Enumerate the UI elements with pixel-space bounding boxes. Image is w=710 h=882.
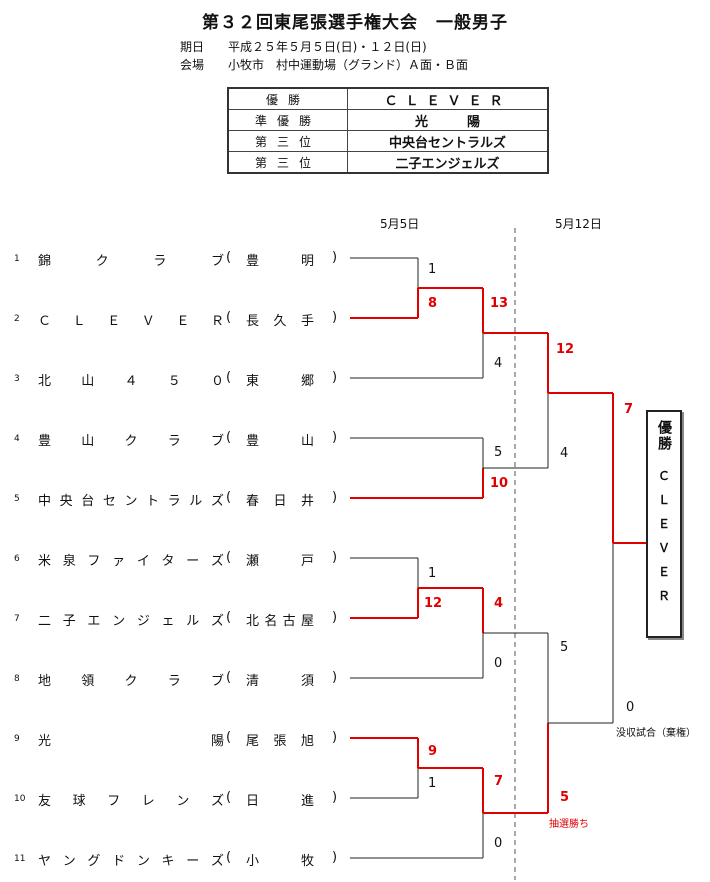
period-label: 期日 xyxy=(180,40,205,54)
team-number: 10 xyxy=(14,794,26,804)
score: 0 xyxy=(626,700,635,715)
team-name: 豊山クラブ xyxy=(38,434,224,449)
venue-label: 会場 xyxy=(180,58,205,72)
team-entry: 7 二子エンジェルズ ( 北名古屋 ) xyxy=(14,610,338,629)
team-location: 清須 xyxy=(246,674,314,689)
result-team: ＣＬＥＶＥＲ xyxy=(347,87,549,110)
team-entry: 10 友球フレンズ ( 日進 ) xyxy=(14,790,338,809)
champion-box: 優勝 Ｃ Ｌ Ｅ Ｖ Ｅ Ｒ xyxy=(646,410,682,638)
team-entry: 6 米泉ファイターズ ( 瀬戸 ) xyxy=(14,550,338,569)
champion-letter: Ｅ xyxy=(657,517,670,531)
score: 8 xyxy=(428,296,438,311)
champion-letter: Ｌ xyxy=(657,493,670,507)
result-rank: 第三位 xyxy=(227,151,348,174)
team-location: 長久手 xyxy=(246,314,314,329)
team-location: 瀬戸 xyxy=(246,554,314,569)
team-location: 東郷 xyxy=(246,374,314,389)
team-name: ヤングドンキーズ xyxy=(38,854,224,869)
score: 0 xyxy=(494,836,503,851)
results-row: 優勝 ＣＬＥＶＥＲ xyxy=(227,87,549,110)
team-number: 4 xyxy=(14,434,20,444)
team-location: 尾張旭 xyxy=(246,734,314,749)
score: 4 xyxy=(494,596,504,611)
team-entry: 11 ヤングドンキーズ ( 小牧 ) xyxy=(14,850,338,869)
result-team: 二子エンジェルズ xyxy=(347,151,549,174)
score: 1 xyxy=(428,262,437,277)
champion-letter: Ｃ xyxy=(657,469,670,483)
period-value: 平成２５年５月５日(日)・１２日(日) xyxy=(228,40,427,54)
team-name: 二子エンジェルズ xyxy=(38,614,224,629)
team-number: 11 xyxy=(14,854,26,864)
score: 10 xyxy=(490,476,509,491)
lottery-note: 抽選勝ち xyxy=(549,819,589,830)
team-name: 光陽 xyxy=(38,734,224,749)
champion-letter: Ｅ xyxy=(657,565,670,579)
score: 12 xyxy=(556,342,575,357)
team-name: 友球フレンズ xyxy=(38,794,224,809)
team-number: 5 xyxy=(14,494,20,504)
score: 1 xyxy=(428,566,437,581)
result-rank: 第三位 xyxy=(227,130,348,152)
team-number: 9 xyxy=(14,734,20,744)
champion-letter: Ｒ xyxy=(657,589,670,603)
team-location: 豊明 xyxy=(246,254,314,269)
team-location: 豊山 xyxy=(246,434,314,449)
team-name: 米泉ファイターズ xyxy=(38,554,224,569)
date-header-round1: 5月5日 xyxy=(380,217,420,231)
date-header-round2: 5月12日 xyxy=(555,217,602,231)
champion-letter: Ｖ xyxy=(657,541,670,555)
page-title: 第３２回東尾張選手権大会 一般男子 xyxy=(202,13,508,33)
team-location: 北名古屋 xyxy=(246,614,314,629)
score: 13 xyxy=(490,296,509,311)
venue-value: 小牧市 村中運動場（グランド）Ａ面・Ｂ面 xyxy=(228,58,469,72)
result-team: 中央台セントラルズ xyxy=(347,130,549,152)
team-location: 日進 xyxy=(246,794,314,809)
team-name: 錦クラブ xyxy=(38,254,224,269)
results-row: 第三位 中央台セントラルズ xyxy=(227,130,549,152)
team-name: 中央台セントラルズ xyxy=(38,494,224,509)
score: 9 xyxy=(428,744,438,759)
team-number: 6 xyxy=(14,554,20,564)
team-location: 春日井 xyxy=(246,494,314,509)
team-number: 2 xyxy=(14,314,20,324)
score: 5 xyxy=(560,640,569,655)
team-entry: 9 光陽 ( 尾張旭 ) xyxy=(14,730,338,749)
team-entry: 8 地領クラブ ( 清須 ) xyxy=(14,670,338,689)
score: 0 xyxy=(494,656,503,671)
score: 5 xyxy=(560,790,570,805)
score: 7 xyxy=(624,402,634,417)
score: 4 xyxy=(494,356,503,371)
team-number: 1 xyxy=(14,254,20,264)
team-number: 8 xyxy=(14,674,20,684)
champion-label: 優勝 xyxy=(656,420,672,452)
forfeit-note: 没収試合（棄権） xyxy=(616,728,696,739)
score: 4 xyxy=(560,446,569,461)
score: 5 xyxy=(494,445,503,460)
team-entry: 5 中央台セントラルズ ( 春日井 ) xyxy=(14,490,338,509)
team-number: 7 xyxy=(14,614,20,624)
team-number: 3 xyxy=(14,374,20,384)
results-row: 第三位 二子エンジェルズ xyxy=(227,151,549,174)
score: 1 xyxy=(428,776,437,791)
team-entry: 4 豊山クラブ ( 豊山 ) xyxy=(14,430,338,449)
score: 12 xyxy=(424,596,443,611)
team-entry: 1 錦クラブ ( 豊明 ) xyxy=(14,250,338,269)
score: 7 xyxy=(494,774,504,789)
results-table: 優勝 ＣＬＥＶＥＲ 準優勝 光 陽 第三位 中央台セントラルズ 第三位 二子エン… xyxy=(227,87,549,174)
team-location: 小牧 xyxy=(246,854,314,869)
team-name: 地領クラブ xyxy=(38,674,224,689)
